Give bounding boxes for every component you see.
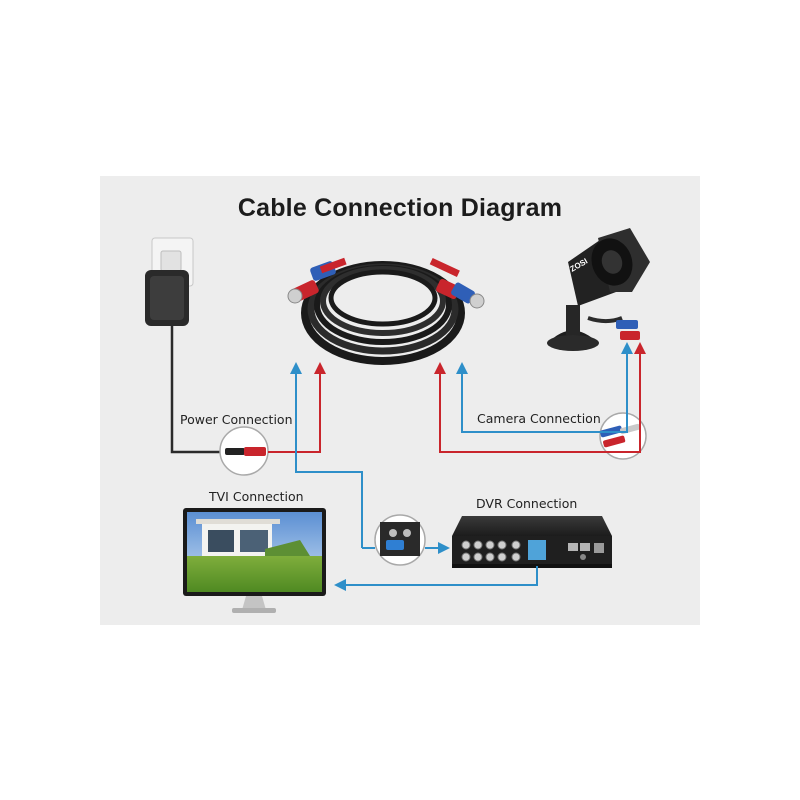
dvr-connector-zoom [375,515,425,565]
bnc-cable-coil [288,258,484,361]
tvi-monitor [183,508,326,613]
camera-connection-label: Camera Connection [477,411,601,426]
power-connection-label: Power Connection [180,412,293,427]
diagram-title: Cable Connection Diagram [0,194,800,223]
dvr-recorder [452,516,612,568]
dvr-connection-label: DVR Connection [476,496,577,511]
security-camera: ZOSI [547,228,650,351]
power-connector-zoom [220,427,268,475]
tvi-connection-label: TVI Connection [209,489,304,504]
